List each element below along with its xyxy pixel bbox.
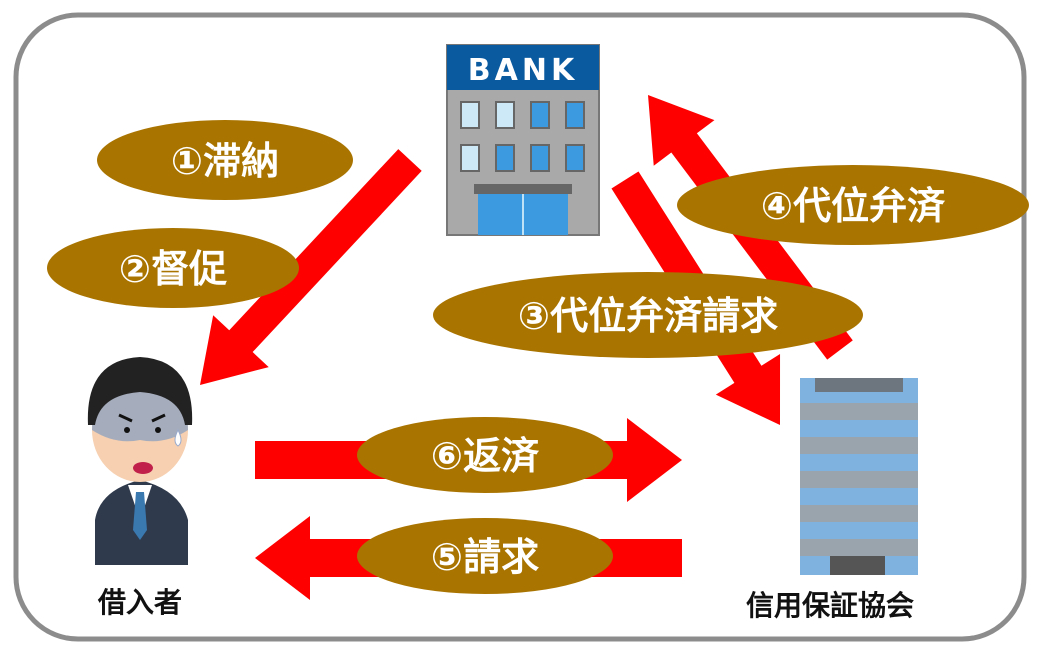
guarantor-label: 信用保証協会 xyxy=(746,589,914,622)
step-6-label: ⑥返済 xyxy=(431,434,540,478)
step-6-bubble: ⑥返済 xyxy=(357,417,613,493)
step-4-label: ④代位弁済 xyxy=(761,184,946,228)
step-5-label: ⑤請求 xyxy=(431,535,539,579)
guarantor-building-icon xyxy=(800,378,918,575)
step-5-bubble: ⑤請求 xyxy=(357,518,613,594)
step-2-label: ②督促 xyxy=(119,247,227,291)
arrow-bank-to-borrower xyxy=(200,149,422,385)
step-1-label: ①滞納 xyxy=(171,139,279,183)
step-4-bubble: ④代位弁済 xyxy=(677,165,1029,245)
borrower-label: 借入者 xyxy=(97,586,182,619)
step-2-bubble: ②督促 xyxy=(47,228,299,308)
bank-building-icon: BANK xyxy=(446,44,600,236)
step-1-bubble: ①滞納 xyxy=(97,120,353,200)
bank-sign: BANK xyxy=(468,53,578,88)
step-3-bubble: ③代位弁済請求 xyxy=(433,272,863,358)
borrower-person-icon xyxy=(87,357,193,565)
step-3-label: ③代位弁済請求 xyxy=(518,294,778,338)
